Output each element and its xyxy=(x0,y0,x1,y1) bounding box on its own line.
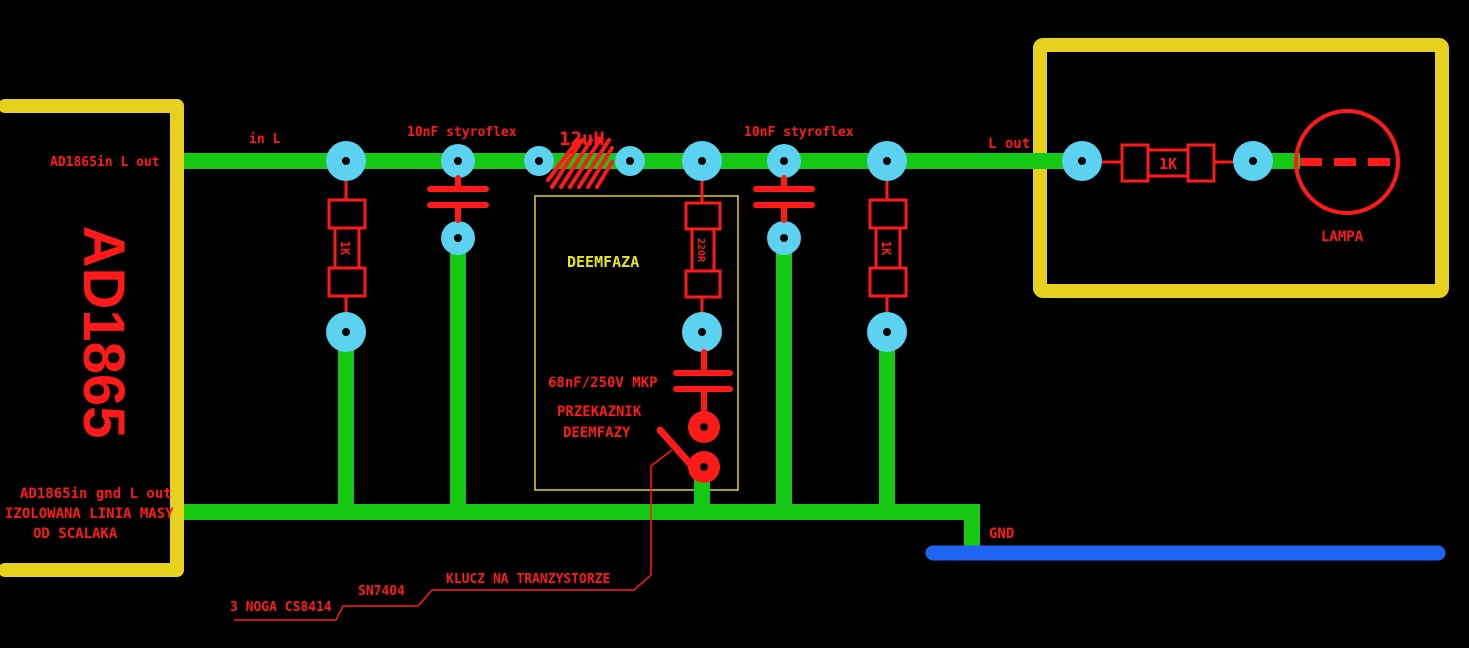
via-pad[interactable] xyxy=(326,141,366,181)
resistor-out-label: 1K xyxy=(1159,155,1177,173)
deemfaza-box xyxy=(534,195,739,491)
klucz-label: KLUCZ NA TRANZYSTORZE xyxy=(446,572,610,587)
chip-outline xyxy=(0,99,184,577)
resistor-r2 xyxy=(868,181,908,312)
capacitor-mkp xyxy=(673,349,733,413)
capacitor-c1 xyxy=(427,175,489,223)
chip-gnd-label-1: AD1865in gnd L out xyxy=(20,486,172,502)
inductor-label: 12uH xyxy=(559,128,605,150)
via-pad[interactable] xyxy=(1062,141,1102,181)
chip-gnd-label-2: IZOLOWANA LINIA MASY xyxy=(5,506,174,522)
via-pad[interactable] xyxy=(867,141,907,181)
resistor-r1-label: 1K xyxy=(338,241,352,256)
l-out-label: L out xyxy=(988,136,1030,152)
chip-gnd-label-3: OD SCALAKA xyxy=(33,526,118,542)
signal-traces xyxy=(184,153,1300,546)
control-wire xyxy=(234,449,673,621)
cap1-label: 10nF styroflex xyxy=(407,125,517,140)
via-pad[interactable] xyxy=(682,141,722,181)
relay-label-2: DEEMFAZY xyxy=(563,425,631,441)
chip-out-label: AD1865in L out xyxy=(50,155,160,170)
sn7404-label: SN7404 xyxy=(358,584,405,599)
via-pad[interactable] xyxy=(1233,141,1273,181)
resistor-220r-label: 220R xyxy=(695,238,706,263)
lampa-label: LAMPA xyxy=(1321,229,1364,245)
via-pad[interactable] xyxy=(326,312,366,352)
cap2-label: 10nF styroflex xyxy=(744,125,854,140)
via-pad[interactable] xyxy=(615,146,645,176)
pads xyxy=(326,141,1273,352)
resistor-r2-label: 1K xyxy=(879,241,893,256)
resistor-220r xyxy=(684,181,722,312)
cap-mkp-label: 68nF/250V MKP xyxy=(548,375,658,391)
via-pad[interactable] xyxy=(441,221,475,255)
via-pad[interactable] xyxy=(867,312,907,352)
via-pad[interactable] xyxy=(441,144,475,178)
relay-label-1: PRZEKAZNIK xyxy=(557,404,642,420)
capacitor-c2 xyxy=(753,175,815,223)
resistor-out xyxy=(1102,143,1233,183)
resistor-r1 xyxy=(327,181,367,312)
noga-label: 3 NOGA CS8414 xyxy=(230,600,332,615)
via-pad[interactable] xyxy=(524,146,554,176)
chip-name: AD1865 xyxy=(71,226,136,439)
gnd-label: GND xyxy=(989,526,1014,542)
via-pad[interactable] xyxy=(682,312,722,352)
inductor-l1 xyxy=(546,138,614,189)
deemfaza-label: DEEMFAZA xyxy=(567,253,639,271)
via-pad[interactable] xyxy=(767,144,801,178)
relay-switch xyxy=(656,411,720,483)
via-pad[interactable] xyxy=(767,221,801,255)
lamp-symbol xyxy=(1294,109,1400,215)
in-l-label: in L xyxy=(249,132,280,147)
